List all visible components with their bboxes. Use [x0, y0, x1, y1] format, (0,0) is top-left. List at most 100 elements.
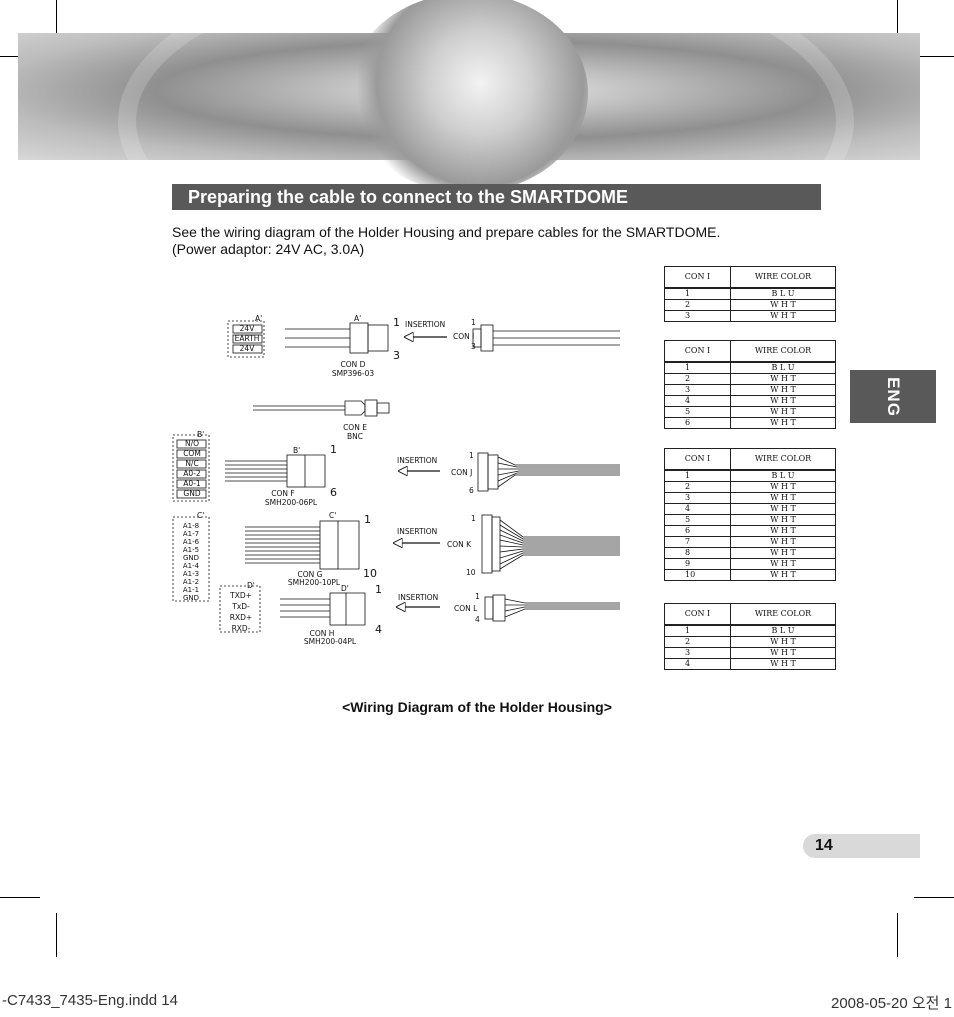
con-g-pin-last: 10 — [363, 567, 377, 580]
insertion-label: INSERTION — [405, 320, 445, 329]
con-k-housing — [491, 516, 501, 572]
pin-number-cell: 9 — [664, 558, 731, 570]
con-k-wires — [499, 519, 620, 570]
con-f-housing — [305, 454, 326, 488]
header-banner-image — [18, 0, 920, 289]
con-g-pin-first: 1 — [364, 513, 371, 526]
con-e-part: BNC — [347, 432, 363, 441]
pin-number-cell: 2 — [664, 299, 731, 311]
con-f-connector — [286, 454, 306, 488]
con-g-name: CON G — [298, 570, 323, 579]
terminal-a-tag: A' — [255, 314, 262, 323]
section-title: Preparing the cable to connect to the SM… — [188, 187, 629, 207]
terminal-block-b-frame — [172, 434, 210, 502]
wire-color-cell: W H T — [730, 417, 836, 429]
terminal-a-slot — [232, 324, 263, 334]
wire-color-cell: W H T — [730, 658, 836, 670]
pin-number-cell: 7 — [664, 536, 731, 548]
wire-color-cell: W H T — [730, 395, 836, 407]
terminal-b-label: N/C — [185, 459, 198, 468]
con-i-pin-last: 3 — [471, 342, 476, 351]
con-j-name: CON J — [451, 468, 472, 477]
con-j-wires — [497, 456, 620, 488]
pin-number-cell: 8 — [664, 547, 731, 559]
terminal-a-label: EARTH — [235, 334, 260, 343]
diagram-caption: <Wiring Diagram of the Holder Housing> — [342, 699, 612, 715]
con-g-tag: C' — [329, 511, 336, 520]
con-e-bnc-ring — [364, 399, 378, 417]
terminal-c-label: A1-1 — [183, 586, 199, 594]
con-j-pin-last: 6 — [469, 486, 474, 495]
con-i-housing — [480, 324, 494, 352]
pin-number-cell: 1 — [664, 361, 731, 374]
wire-color-cell: W H T — [730, 299, 836, 311]
terminal-block-c-frame — [172, 516, 210, 602]
con-e-bnc-plug — [344, 400, 366, 416]
pin-number-cell: 3 — [664, 310, 731, 322]
con-h-connector — [329, 592, 347, 626]
terminal-d-label: RXD+ — [230, 613, 252, 622]
table-header-con: CON I — [664, 448, 731, 471]
wire-color-cell: W H T — [730, 373, 836, 385]
page-number-tab: 14 — [803, 834, 920, 858]
table-header-con: CON I — [664, 603, 731, 626]
con-k-pin-last: 10 — [466, 568, 476, 577]
pin-number-cell: 10 — [664, 569, 731, 581]
table-header-color: WIRE COLOR — [730, 448, 836, 471]
con-f-tag: B' — [293, 446, 300, 455]
con-f-name: CON F — [271, 489, 294, 498]
con-h-pin-first: 1 — [375, 583, 382, 596]
con-h-tag: D' — [341, 584, 349, 593]
pin-number-cell: 1 — [664, 469, 731, 482]
pin-number-cell: 3 — [664, 384, 731, 396]
crop-mark — [897, 0, 898, 44]
pin-number-cell: 4 — [664, 503, 731, 515]
terminal-b-label: COM — [183, 449, 201, 458]
terminal-block-d-frame — [219, 585, 261, 633]
terminal-c-label: A1-7 — [183, 530, 199, 538]
table-header-color: WIRE COLOR — [730, 340, 836, 363]
con-f-wires — [225, 460, 287, 482]
terminal-c-label: A1-2 — [183, 578, 199, 586]
terminal-a-slot — [232, 344, 263, 354]
pin-number-cell: 1 — [664, 287, 731, 300]
wire-color-cell: W H T — [730, 514, 836, 526]
pin-number-cell: 4 — [664, 658, 731, 670]
con-h-wires — [280, 598, 330, 618]
terminal-b-tag: B' — [197, 430, 204, 439]
table-header-con: CON I — [664, 340, 731, 363]
crop-mark — [914, 56, 954, 57]
pin-number-cell: 5 — [664, 406, 731, 418]
terminal-b-slots — [176, 439, 207, 499]
con-g-housing — [338, 520, 360, 570]
wire-color-cell: W H T — [730, 569, 836, 581]
con-d-pin-last: 3 — [393, 349, 400, 362]
terminal-c-label: A1-4 — [183, 562, 200, 570]
pin-number-cell: 2 — [664, 481, 731, 493]
pin-number-cell: 6 — [664, 525, 731, 537]
wire-color-cell: W H T — [730, 492, 836, 504]
con-l-pin-last: 4 — [475, 615, 480, 624]
page-number: 14 — [815, 837, 833, 854]
crop-mark — [914, 897, 954, 898]
wire-color-cell: W H T — [730, 647, 836, 659]
terminal-c-label: A1-5 — [183, 546, 199, 554]
terminal-d-label: TxD- — [231, 602, 250, 611]
wire-color-cell: W H T — [730, 525, 836, 537]
con-f-pin-first: 1 — [330, 443, 337, 456]
